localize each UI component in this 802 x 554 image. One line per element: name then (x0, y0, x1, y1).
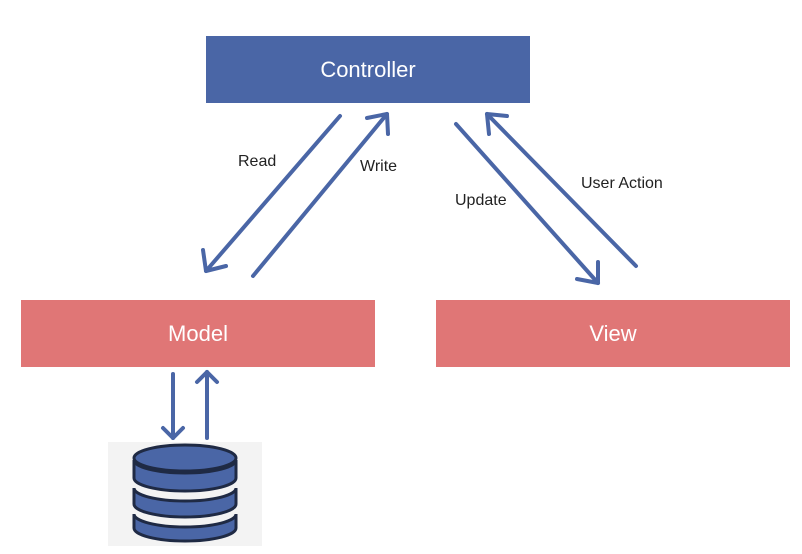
database-area (108, 442, 262, 546)
view-box: View (436, 300, 790, 367)
model-to-db-arrow (161, 372, 185, 440)
write-arrow (251, 112, 390, 278)
user-action-label: User Action (581, 175, 663, 192)
view-label: View (589, 320, 637, 346)
read-label: Read (238, 153, 277, 170)
controller-box: Controller (206, 36, 530, 103)
update-label: Update (455, 192, 507, 209)
database-icon (132, 443, 238, 543)
db-to-model-arrow (195, 370, 219, 440)
user-action-arrow (485, 112, 638, 268)
update-arrow (454, 122, 600, 285)
model-label: Model (168, 320, 228, 346)
write-label: Write (360, 158, 398, 175)
controller-label: Controller (320, 56, 416, 82)
read-arrow (201, 114, 342, 273)
model-box: Model (21, 300, 375, 367)
